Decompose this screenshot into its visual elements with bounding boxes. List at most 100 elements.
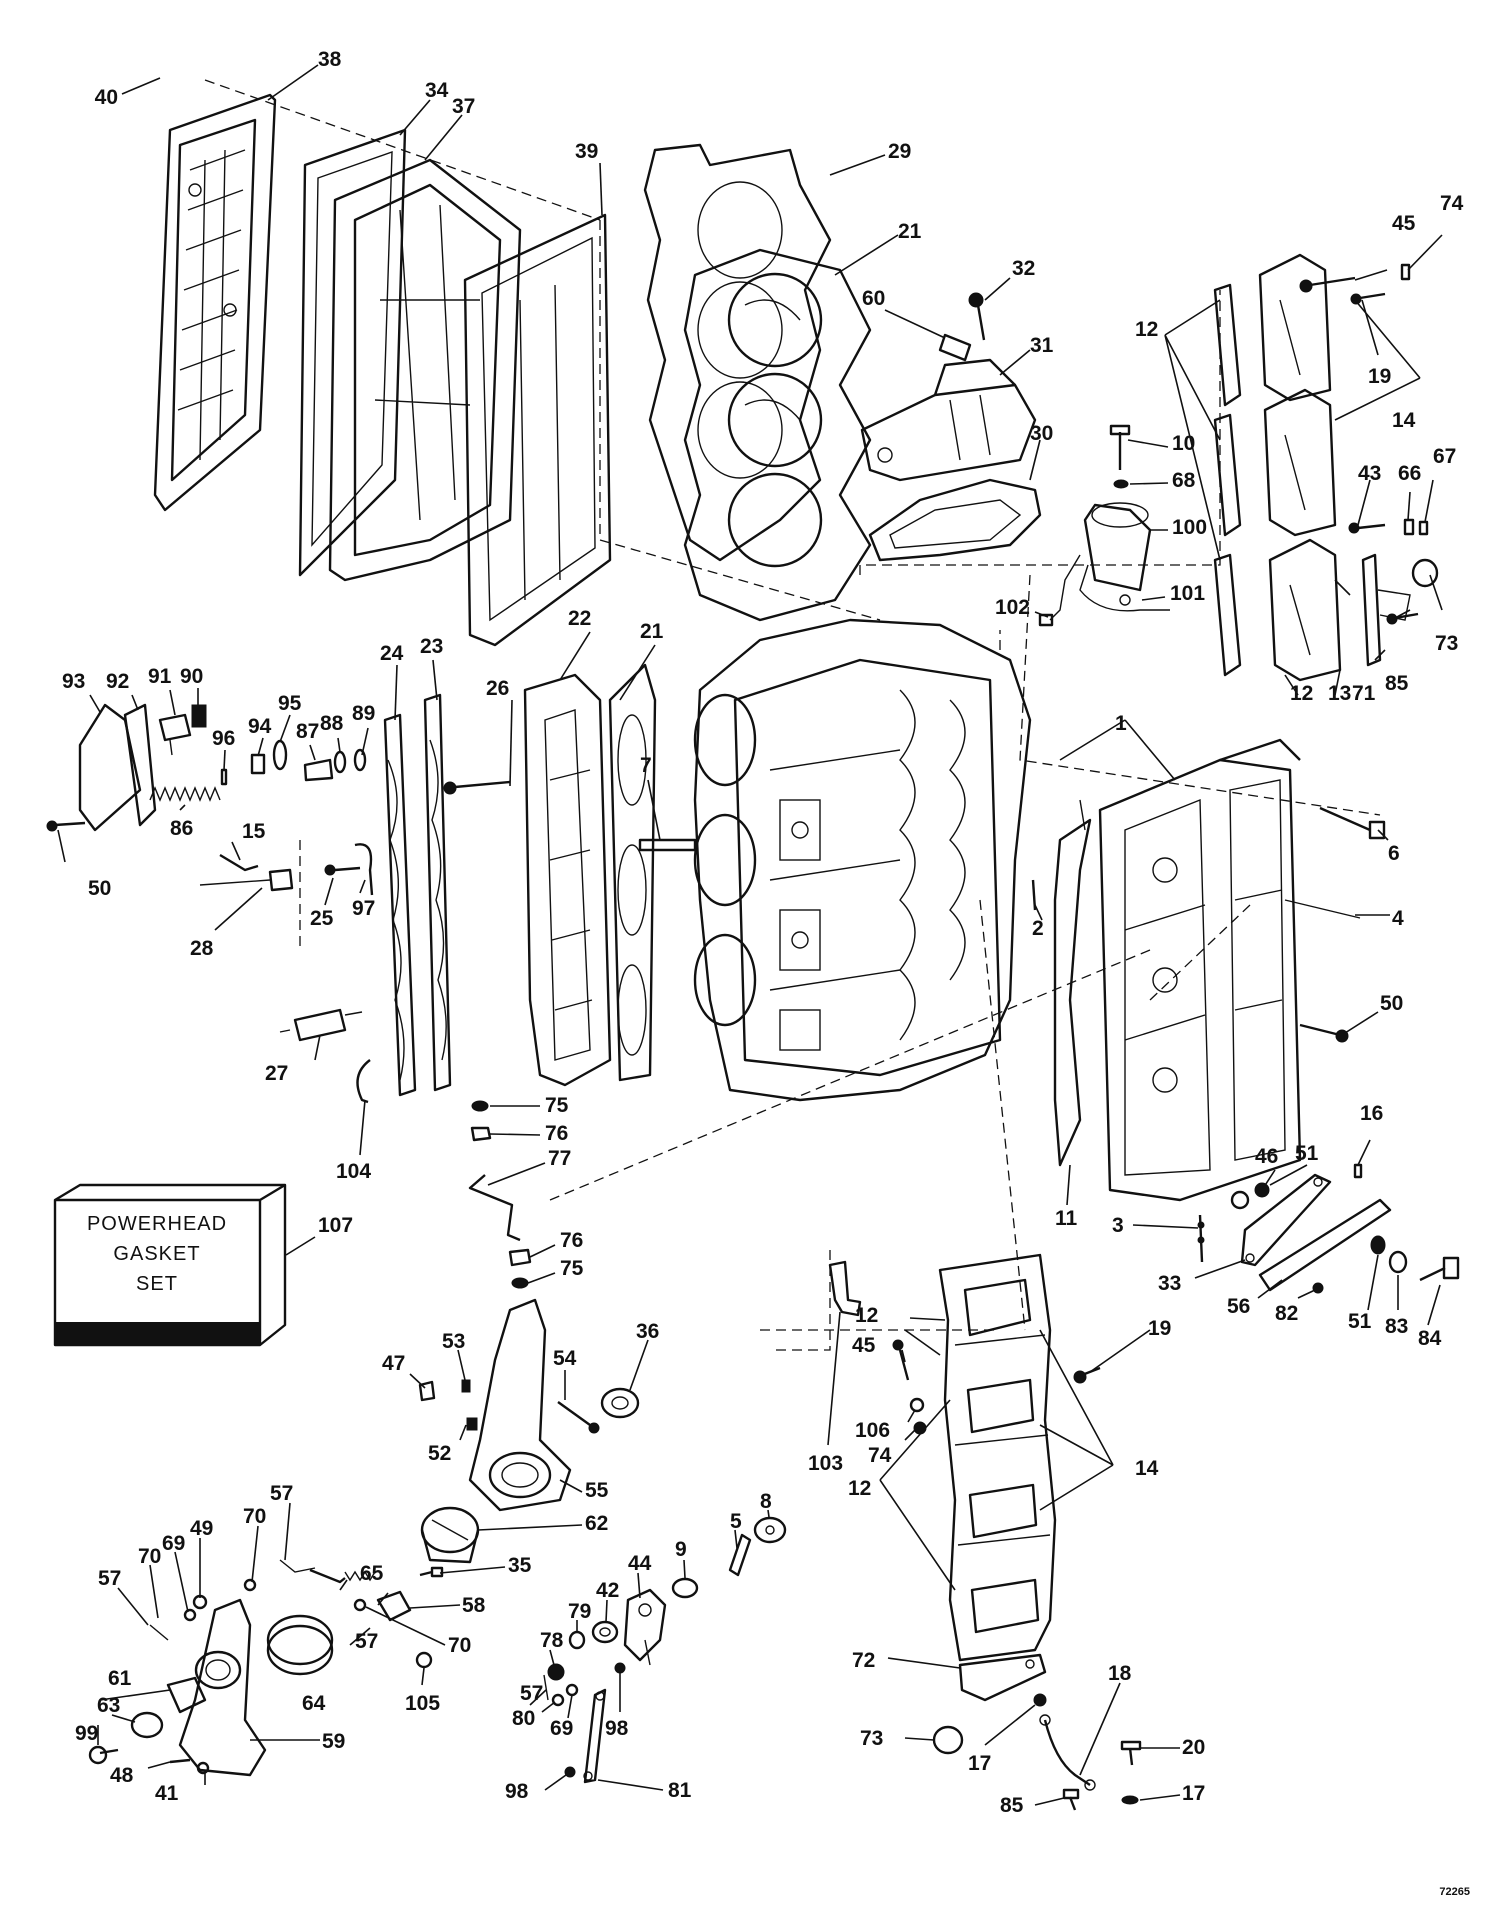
callout-5: 5 xyxy=(730,1510,742,1533)
callout-51-upper: 51 xyxy=(1295,1142,1319,1165)
callout-70-mid: 70 xyxy=(448,1634,471,1657)
washer-9 xyxy=(671,1577,699,1599)
washer-46 xyxy=(1230,1190,1250,1210)
nut-66 xyxy=(1403,518,1415,536)
bolt-6 xyxy=(1319,806,1386,840)
wire-lead-102 xyxy=(1038,554,1081,627)
screw-53 xyxy=(461,1379,471,1393)
callout-75-top: 75 xyxy=(545,1094,569,1117)
link-56 xyxy=(1258,1198,1392,1292)
callout-3: 3 xyxy=(1112,1214,1124,1237)
link-81 xyxy=(583,1688,607,1784)
callout-35: 35 xyxy=(508,1554,532,1577)
callout-27: 27 xyxy=(265,1062,288,1085)
callout-74-top: 74 xyxy=(1440,192,1464,215)
cylinder-block xyxy=(693,618,1032,1102)
cylinder-head-29 xyxy=(643,143,832,562)
callout-53: 53 xyxy=(442,1330,465,1353)
callout-70-left: 70 xyxy=(243,1505,266,1528)
callout-31: 31 xyxy=(1030,334,1054,357)
gasket-set-line-3: SET xyxy=(136,1273,178,1295)
callout-87: 87 xyxy=(296,720,319,743)
washer-70-left xyxy=(243,1578,257,1592)
callout-56: 56 xyxy=(1227,1295,1250,1318)
bushing-51-lower xyxy=(1370,1235,1386,1255)
bracket-72 xyxy=(958,1653,1047,1702)
callout-104: 104 xyxy=(336,1160,371,1183)
crankcase-11 xyxy=(1098,738,1302,1202)
callout-45-top: 45 xyxy=(1392,212,1416,235)
callout-20: 20 xyxy=(1182,1736,1205,1759)
callout-103: 103 xyxy=(808,1452,843,1475)
diaphragm-95 xyxy=(272,739,288,771)
callout-93: 93 xyxy=(62,670,85,693)
bearing-64 xyxy=(266,1614,334,1676)
callout-33: 33 xyxy=(1158,1272,1181,1295)
callout-76-top: 76 xyxy=(545,1122,568,1145)
screw-19-lower xyxy=(1073,1366,1101,1384)
callout-101: 101 xyxy=(1170,582,1205,605)
head-gasket-21-left xyxy=(608,663,657,1082)
callout-47: 47 xyxy=(382,1352,405,1375)
bushing-42 xyxy=(591,1620,619,1644)
callout-54: 54 xyxy=(553,1347,577,1370)
fitting-28 xyxy=(199,868,294,892)
callout-38: 38 xyxy=(318,48,342,71)
exhaust-gasket-34 xyxy=(298,128,407,577)
callout-19-top: 19 xyxy=(1368,365,1391,388)
pin-15 xyxy=(219,853,259,872)
callout-45-lower: 45 xyxy=(852,1334,876,1357)
callout-97: 97 xyxy=(352,897,375,920)
callout-28: 28 xyxy=(190,937,214,960)
callout-8: 8 xyxy=(760,1490,772,1513)
gasket-set-line-1: POWERHEAD xyxy=(87,1213,227,1235)
nut-74-lower xyxy=(913,1421,927,1435)
fitting-87 xyxy=(303,758,334,782)
callout-14-lower: 14 xyxy=(1135,1457,1159,1480)
callout-75-bottom: 75 xyxy=(560,1257,584,1280)
callout-69-left: 69 xyxy=(162,1532,185,1555)
screw-32 xyxy=(968,292,986,341)
callout-58: 58 xyxy=(462,1594,486,1617)
callout-50-left: 50 xyxy=(88,877,111,900)
wire-lead-18 xyxy=(1039,1714,1096,1791)
callout-43: 43 xyxy=(1358,462,1381,485)
callout-74-lower: 74 xyxy=(868,1444,892,1467)
callout-12-right: 12 xyxy=(1290,682,1313,705)
nut-69-left xyxy=(183,1608,197,1622)
callout-55: 55 xyxy=(585,1479,609,1502)
callout-96: 96 xyxy=(212,727,235,750)
callout-82: 82 xyxy=(1275,1302,1298,1325)
callout-73-top: 73 xyxy=(1435,632,1458,655)
screw-20 xyxy=(1120,1740,1142,1766)
plug-73-lower xyxy=(932,1725,964,1755)
screw-43 xyxy=(1348,522,1386,534)
callout-21-left: 21 xyxy=(640,620,664,643)
nut-98-b xyxy=(564,1766,576,1778)
callout-90: 90 xyxy=(180,665,203,688)
valve-91 xyxy=(158,713,192,756)
exhaust-inner-cover-37 xyxy=(328,158,522,582)
callout-57-left: 57 xyxy=(98,1567,121,1590)
bolt-54 xyxy=(557,1401,600,1434)
callout-30: 30 xyxy=(1030,422,1053,445)
callout-84: 84 xyxy=(1418,1327,1442,1350)
pin-16 xyxy=(1353,1163,1363,1179)
callout-42: 42 xyxy=(596,1579,619,1602)
callout-46: 46 xyxy=(1255,1145,1278,1168)
bolt-26 xyxy=(443,780,511,795)
pin-57-left xyxy=(149,1624,169,1641)
clip-104 xyxy=(356,1059,371,1104)
callout-14-top: 14 xyxy=(1392,409,1416,432)
pin-57-mid xyxy=(543,1674,549,1701)
washer-63 xyxy=(130,1711,164,1739)
gasket-23 xyxy=(423,693,452,1092)
wire-57-upper xyxy=(279,1559,316,1573)
cylinder-head-22 xyxy=(523,673,612,1087)
nut-52 xyxy=(466,1417,478,1431)
washer-80 xyxy=(551,1693,565,1707)
leader-lines xyxy=(57,64,1443,1806)
callout-29: 29 xyxy=(888,140,911,163)
callout-85-lower: 85 xyxy=(1000,1794,1024,1817)
bolt-48 xyxy=(169,1758,191,1764)
